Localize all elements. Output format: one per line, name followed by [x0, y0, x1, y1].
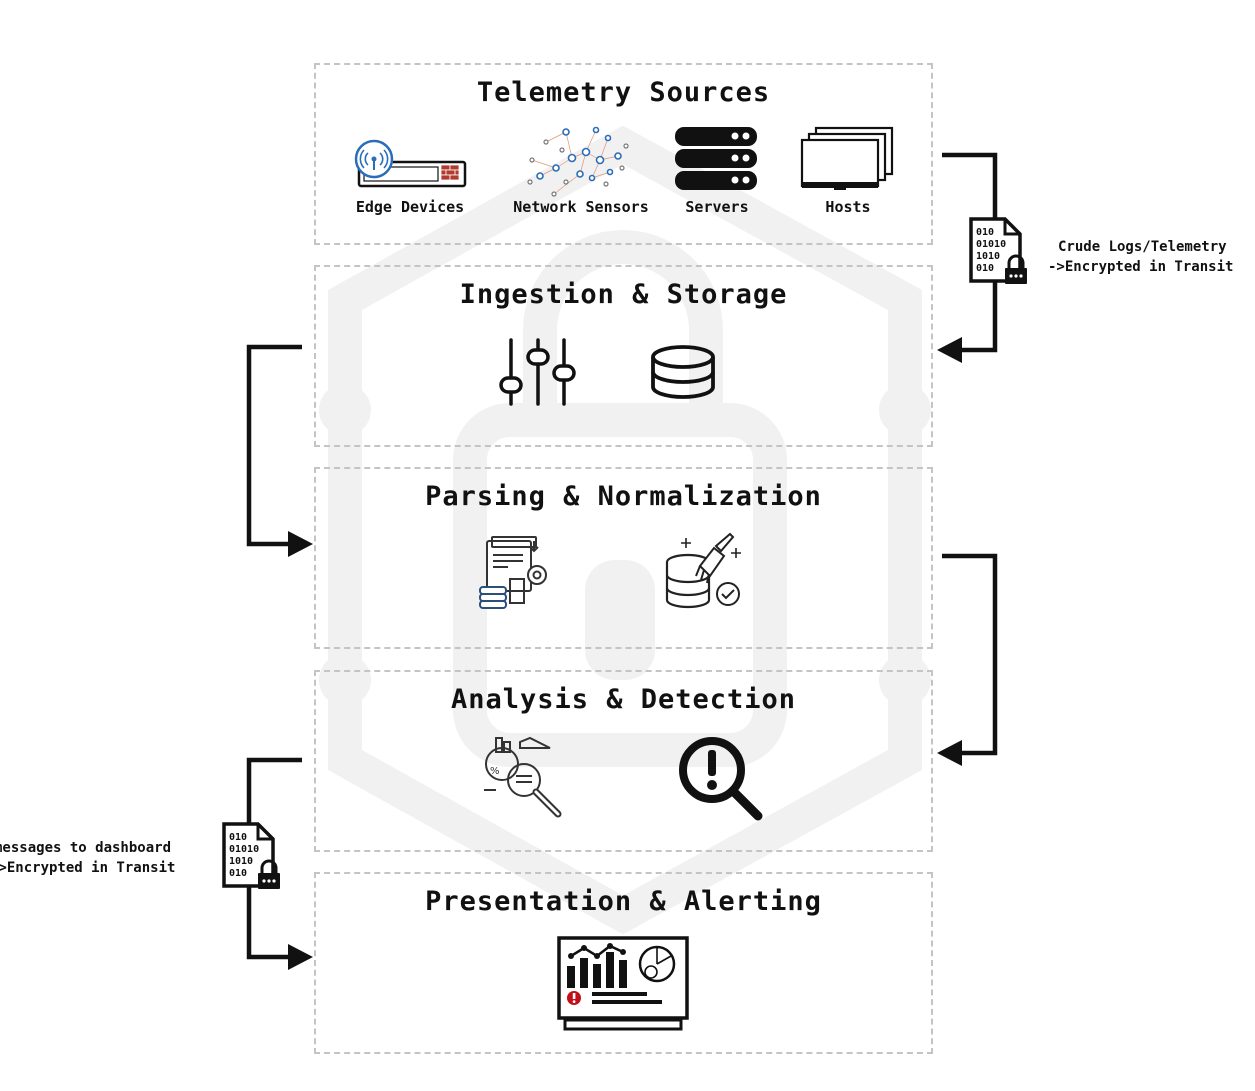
document-processing-icon [479, 536, 547, 609]
layer-title: Parsing & Normalization [425, 481, 822, 512]
layer-telemetry-sources: Telemetry Sources [314, 63, 933, 245]
data-analysis-magnifier-icon: % [484, 736, 562, 818]
binary-text: 01010 [976, 239, 1006, 250]
data-cleansing-icon [665, 532, 741, 609]
layer-title: Presentation & Alerting [425, 886, 822, 917]
layer-presentation-alerting: Presentation & Alerting [314, 872, 933, 1054]
network-sensors-icon [527, 126, 629, 197]
left-note: messages to dashboard ->Encrypted in Tra… [0, 838, 175, 878]
right-note-line2: ->Encrypted in Transit [1048, 259, 1234, 275]
svg-text:%: % [490, 766, 500, 777]
right-note: Crude Logs/Telemetry ->Encrypted in Tran… [1048, 237, 1233, 277]
layer-title: Ingestion & Storage [459, 279, 788, 310]
servers-icon [675, 127, 757, 190]
layer-ingestion-storage: Ingestion & Storage [314, 265, 933, 447]
layer-title: Telemetry Sources [476, 77, 771, 108]
binary-text: 010 [229, 868, 247, 879]
edge-device-icon [354, 139, 467, 188]
binary-text: 1010 [229, 856, 253, 867]
binary-text: 1010 [976, 251, 1000, 262]
source-label-hosts: Hosts [825, 198, 871, 216]
encrypted-file-icon: 010 01010 1010 010 [969, 217, 1027, 284]
threat-detection-icon [679, 737, 763, 821]
layer-title: Analysis & Detection [450, 684, 797, 715]
source-label-edge: Edge Devices [355, 198, 465, 216]
dashboard-monitor-icon [557, 936, 689, 1031]
source-label-servers: Servers [685, 198, 749, 216]
left-note-line1: messages to dashboard [0, 840, 172, 856]
sliders-icon [499, 338, 576, 406]
binary-text: 010 [229, 832, 247, 843]
left-note-line2: ->Encrypted in Transit [0, 860, 176, 876]
database-icon [651, 345, 715, 399]
binary-text: 010 [976, 263, 994, 274]
layer-parsing-normalization: Parsing & Normalization [314, 467, 933, 649]
hosts-icon [800, 126, 894, 190]
layer-analysis-detection: Analysis & Detection [314, 670, 933, 852]
source-label-network: Network Sensors [513, 198, 649, 216]
binary-text: 01010 [229, 844, 259, 855]
encrypted-file-icon: 010 01010 1010 010 [222, 822, 280, 889]
right-note-line1: Crude Logs/Telemetry [1058, 239, 1227, 255]
binary-text: 010 [976, 227, 994, 238]
